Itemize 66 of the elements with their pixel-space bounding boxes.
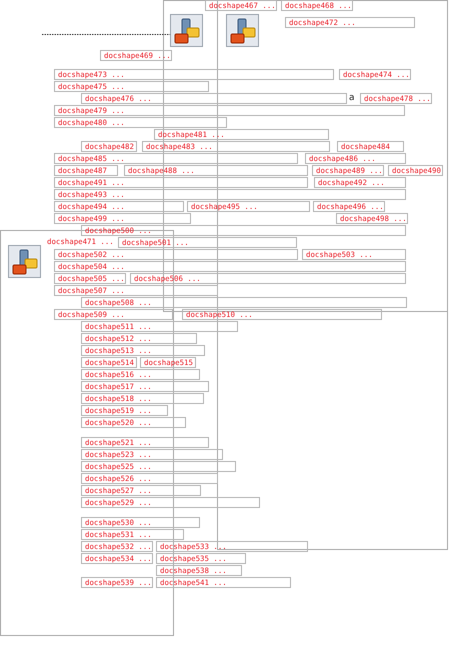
shape-box	[81, 473, 218, 484]
shape-box	[339, 69, 411, 80]
shape-box	[142, 141, 330, 152]
shape-box	[205, 0, 277, 11]
shape-box	[81, 405, 168, 416]
shape-box	[54, 177, 308, 188]
shape-box	[81, 517, 200, 528]
text-label: a	[349, 93, 355, 103]
shape-box	[302, 249, 406, 260]
shape-box	[54, 261, 406, 272]
shape-box	[118, 237, 297, 248]
shape-box	[140, 357, 196, 368]
shape-box	[154, 129, 329, 140]
shape-box	[81, 297, 407, 308]
shape-box	[81, 553, 153, 564]
shape-box	[54, 69, 334, 80]
shape-box	[54, 189, 406, 200]
shape-box	[81, 381, 209, 392]
shape-box	[156, 565, 242, 576]
shape-box	[54, 273, 126, 284]
shape-box	[124, 165, 308, 176]
shape-box	[187, 201, 310, 212]
shape-box	[81, 497, 260, 508]
shape-box	[156, 553, 246, 564]
shape-box	[81, 541, 153, 552]
shape-box	[285, 17, 415, 28]
shape-box	[81, 333, 197, 344]
shape-box	[81, 461, 236, 472]
shape-box	[182, 309, 382, 320]
shape-box	[337, 141, 404, 152]
shape-box	[388, 165, 443, 176]
shape-box	[54, 105, 405, 116]
shape-box	[81, 141, 137, 152]
shape-box	[312, 165, 384, 176]
shape-box	[314, 177, 406, 188]
shape-box	[130, 273, 406, 284]
shape-box	[81, 529, 184, 540]
shape-box	[54, 153, 298, 164]
shape-box	[360, 93, 432, 104]
shape-box	[81, 93, 347, 104]
shape-box	[81, 393, 204, 404]
shape-box	[281, 0, 353, 11]
shape-box	[81, 225, 406, 236]
shape-box	[81, 449, 223, 460]
shape-box	[81, 369, 200, 380]
shape-box	[54, 201, 184, 212]
shape-box	[156, 541, 308, 552]
shape-box	[81, 437, 209, 448]
shape-box	[54, 213, 191, 224]
shape-box	[305, 153, 406, 164]
shape-box	[313, 201, 385, 212]
shape-box	[54, 249, 298, 260]
shape-box	[81, 321, 238, 332]
shape-box	[54, 165, 118, 176]
shape-box	[81, 345, 205, 356]
shape-box	[336, 213, 408, 224]
shape-box	[100, 50, 172, 61]
shape-box	[54, 285, 218, 296]
shape-box	[81, 577, 153, 588]
shape-box	[81, 417, 186, 428]
shape-box	[81, 357, 137, 368]
shape-box	[54, 309, 173, 320]
shape-box	[54, 81, 209, 92]
shape-box	[54, 117, 227, 128]
shape-box	[156, 577, 291, 588]
shape-box	[81, 485, 201, 496]
